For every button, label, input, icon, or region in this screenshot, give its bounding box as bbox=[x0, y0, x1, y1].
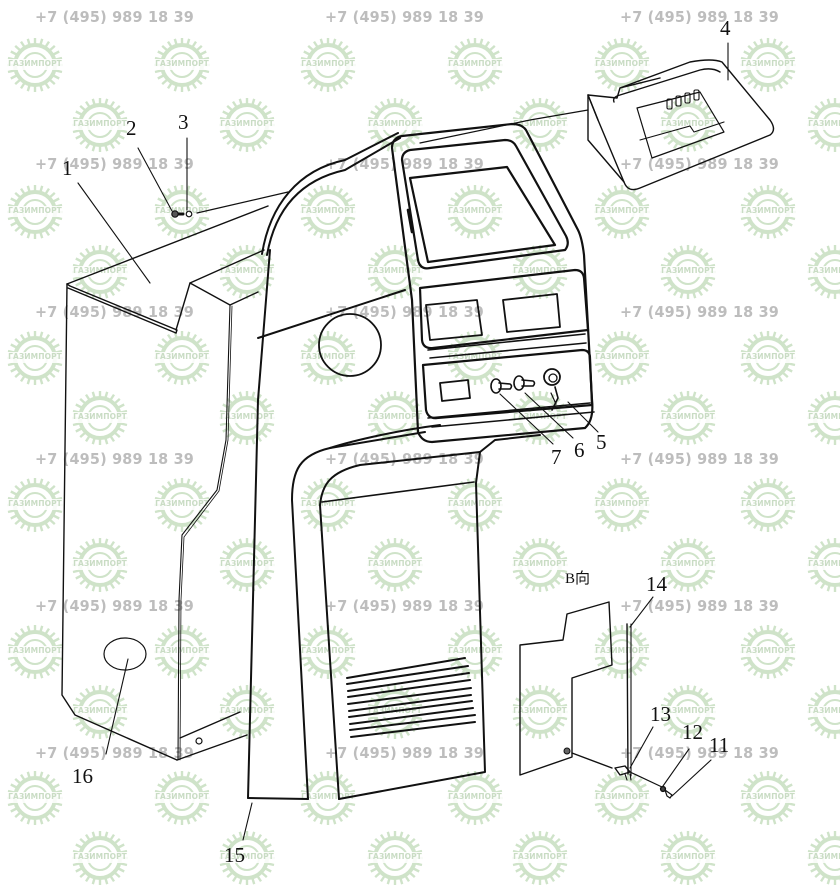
callout-6: 6 bbox=[574, 440, 585, 461]
callout-1: 1 bbox=[62, 158, 73, 179]
callout-7: 7 bbox=[551, 447, 562, 468]
part-15-console-body bbox=[248, 133, 540, 799]
instrument-panel-frame bbox=[392, 124, 594, 442]
callout-5: 5 bbox=[596, 432, 607, 453]
view-b-label: B向 bbox=[565, 567, 590, 588]
callout-16: 16 bbox=[72, 766, 93, 787]
callout-4: 4 bbox=[720, 18, 731, 39]
detail-b-view bbox=[520, 602, 672, 798]
callout-2: 2 bbox=[126, 118, 137, 139]
callout-12: 12 bbox=[682, 722, 703, 743]
callout-13: 13 bbox=[650, 704, 671, 725]
callout-15: 15 bbox=[224, 845, 245, 866]
callout-3: 3 bbox=[178, 112, 189, 133]
callout-14: 14 bbox=[646, 574, 667, 595]
part-1-side-cover bbox=[62, 206, 268, 760]
callout-11: 11 bbox=[709, 735, 729, 756]
